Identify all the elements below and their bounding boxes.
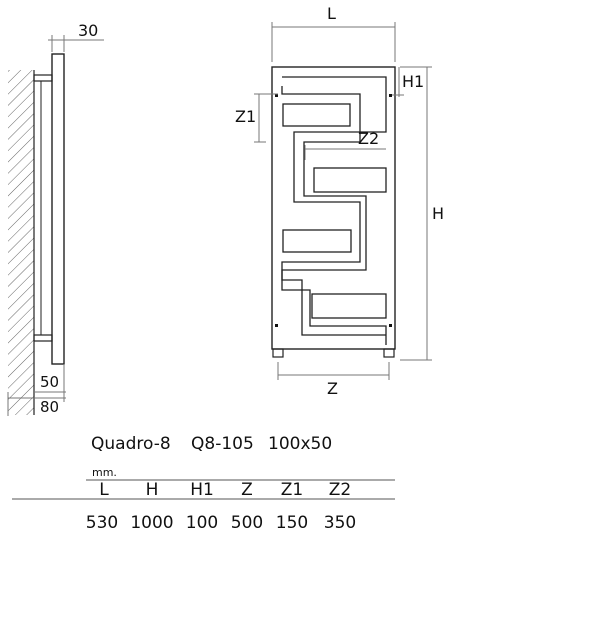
dim-H1-label: H1 bbox=[402, 72, 425, 91]
lower-bracket bbox=[33, 334, 53, 342]
front-view bbox=[254, 22, 432, 380]
table-header-H: H bbox=[145, 480, 159, 500]
table-value-H: 1000 bbox=[130, 513, 174, 533]
valve-right bbox=[383, 348, 395, 358]
dim-Z-label: Z bbox=[327, 379, 338, 398]
product-name: Quadro-8 bbox=[91, 434, 171, 454]
table-value-L: 530 bbox=[85, 513, 119, 533]
table-header-H1: H1 bbox=[190, 480, 214, 500]
serpentine-inner bbox=[281, 76, 387, 336]
side-view bbox=[7, 35, 104, 416]
flat-panel-1 bbox=[282, 103, 351, 127]
table-value-Z1: 150 bbox=[275, 513, 309, 533]
dim-L-label: L bbox=[327, 4, 336, 23]
dim-H-label: H bbox=[432, 204, 445, 223]
mount-point-tl bbox=[275, 94, 278, 97]
dim-30-label: 30 bbox=[78, 21, 99, 40]
flat-panel-4 bbox=[311, 293, 387, 319]
table-value-Z2: 350 bbox=[323, 513, 357, 533]
serpentine-outer bbox=[281, 86, 387, 345]
radiator-frame bbox=[271, 66, 396, 350]
valve-left bbox=[272, 348, 284, 358]
wall-hatching bbox=[8, 70, 34, 415]
flat-panel-2 bbox=[313, 167, 387, 193]
table-unit: mm. bbox=[92, 466, 117, 479]
table-value-H1: 100 bbox=[185, 513, 219, 533]
dim-50-label: 50 bbox=[40, 373, 60, 391]
table-header-Z: Z bbox=[241, 480, 253, 500]
mount-point-bl bbox=[275, 324, 278, 327]
radiator-side-profile bbox=[51, 53, 65, 365]
upper-bracket bbox=[33, 74, 53, 82]
mount-point-tr bbox=[389, 94, 392, 97]
product-profile: 100x50 bbox=[268, 434, 333, 454]
product-code: Q8-105 bbox=[191, 434, 254, 454]
dim-Z2-label: Z2 bbox=[358, 129, 380, 148]
table-header-L: L bbox=[99, 480, 109, 500]
dim-Z1-label: Z1 bbox=[235, 107, 257, 126]
mount-point-br bbox=[389, 324, 392, 327]
dim-80-label: 80 bbox=[40, 398, 60, 416]
table-header-Z1: Z1 bbox=[280, 480, 304, 500]
table-header-Z2: Z2 bbox=[328, 480, 352, 500]
flat-panel-3 bbox=[282, 229, 352, 253]
table-value-Z: 500 bbox=[230, 513, 264, 533]
